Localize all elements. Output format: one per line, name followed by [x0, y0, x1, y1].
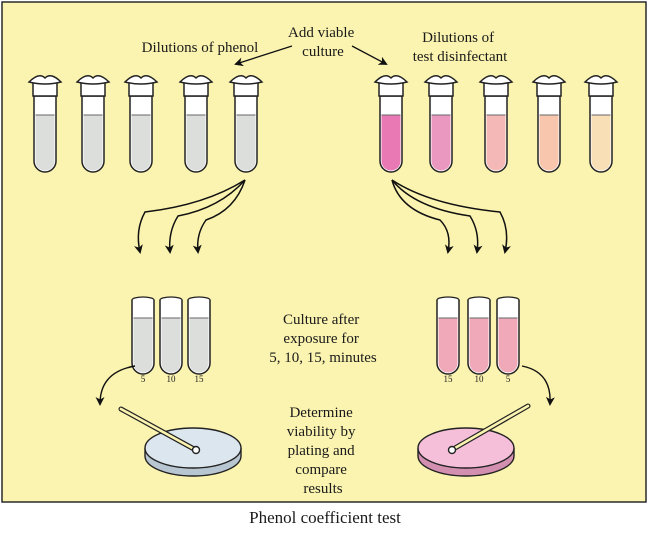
time-label: 15 [195, 374, 205, 384]
time-label: 10 [475, 374, 485, 384]
test-tube [373, 75, 409, 173]
test-tube [123, 75, 159, 173]
test-tube [75, 75, 111, 173]
tube-liquid [498, 318, 518, 373]
transfer-arrow [192, 179, 246, 254]
tube-liquid [469, 318, 489, 373]
transfer-arrow [391, 179, 483, 254]
transfer-arrow [391, 179, 511, 254]
tube-liquid [486, 115, 506, 171]
dilution-tubes [27, 75, 619, 173]
add-culture-label: Add viable culture [288, 25, 358, 60]
determine-viability-label: Determine viability by plating and compa… [287, 405, 360, 497]
transfer-arrow [164, 179, 246, 254]
test-tube [531, 75, 567, 173]
tube-liquid [83, 115, 103, 171]
exposure-tubes [131, 296, 520, 375]
figure-caption: Phenol coefficient test [249, 508, 401, 527]
right-time-labels: 15 10 5 [444, 374, 511, 384]
test-tube [228, 75, 264, 173]
left-time-labels: 5 10 15 [141, 374, 204, 384]
right-petri-dish [417, 403, 531, 477]
time-label: 15 [444, 374, 454, 384]
tube-liquid [438, 318, 458, 373]
exposure-tube [436, 296, 460, 375]
tube-liquid [431, 115, 451, 171]
test-tube [583, 75, 619, 173]
petri-dish-surface [417, 427, 515, 469]
exposure-tube [159, 296, 183, 375]
transfer-arrows-left [134, 179, 246, 254]
transfer-arrows-right [391, 179, 511, 254]
left-petri-dish [118, 406, 242, 477]
test-tube [423, 75, 459, 173]
tube-liquid [133, 318, 153, 373]
phenol-dilutions-label: Dilutions of phenol [142, 40, 259, 56]
tube-liquid [186, 115, 206, 171]
transfer-arrow [134, 179, 246, 254]
test-tube [178, 75, 214, 173]
exposure-tube [496, 296, 520, 375]
tube-liquid [591, 115, 611, 171]
time-label: 5 [141, 374, 146, 384]
arrow-to-right-plate [521, 365, 555, 406]
transfer-arrow [391, 179, 454, 254]
tube-liquid [161, 318, 181, 373]
exposure-tube [467, 296, 491, 375]
exposure-tube [131, 296, 155, 375]
time-label: 10 [167, 374, 177, 384]
tube-liquid [381, 115, 401, 171]
arrow-to-phenol [234, 45, 293, 67]
exposure-label: Culture after exposure for 5, 10, 15, mi… [269, 312, 377, 366]
arrow-to-test [351, 45, 388, 65]
exposure-tube [187, 296, 211, 375]
tube-liquid [131, 115, 151, 171]
tube-liquid [236, 115, 256, 171]
tube-liquid [539, 115, 559, 171]
test-tube [27, 75, 63, 173]
time-label: 5 [506, 374, 511, 384]
arrow-to-left-plate [95, 365, 136, 406]
test-tube [478, 75, 514, 173]
tube-liquid [35, 115, 55, 171]
tube-liquid [189, 318, 209, 373]
test-dilutions-label: Dilutions of test disinfectant [413, 30, 508, 65]
